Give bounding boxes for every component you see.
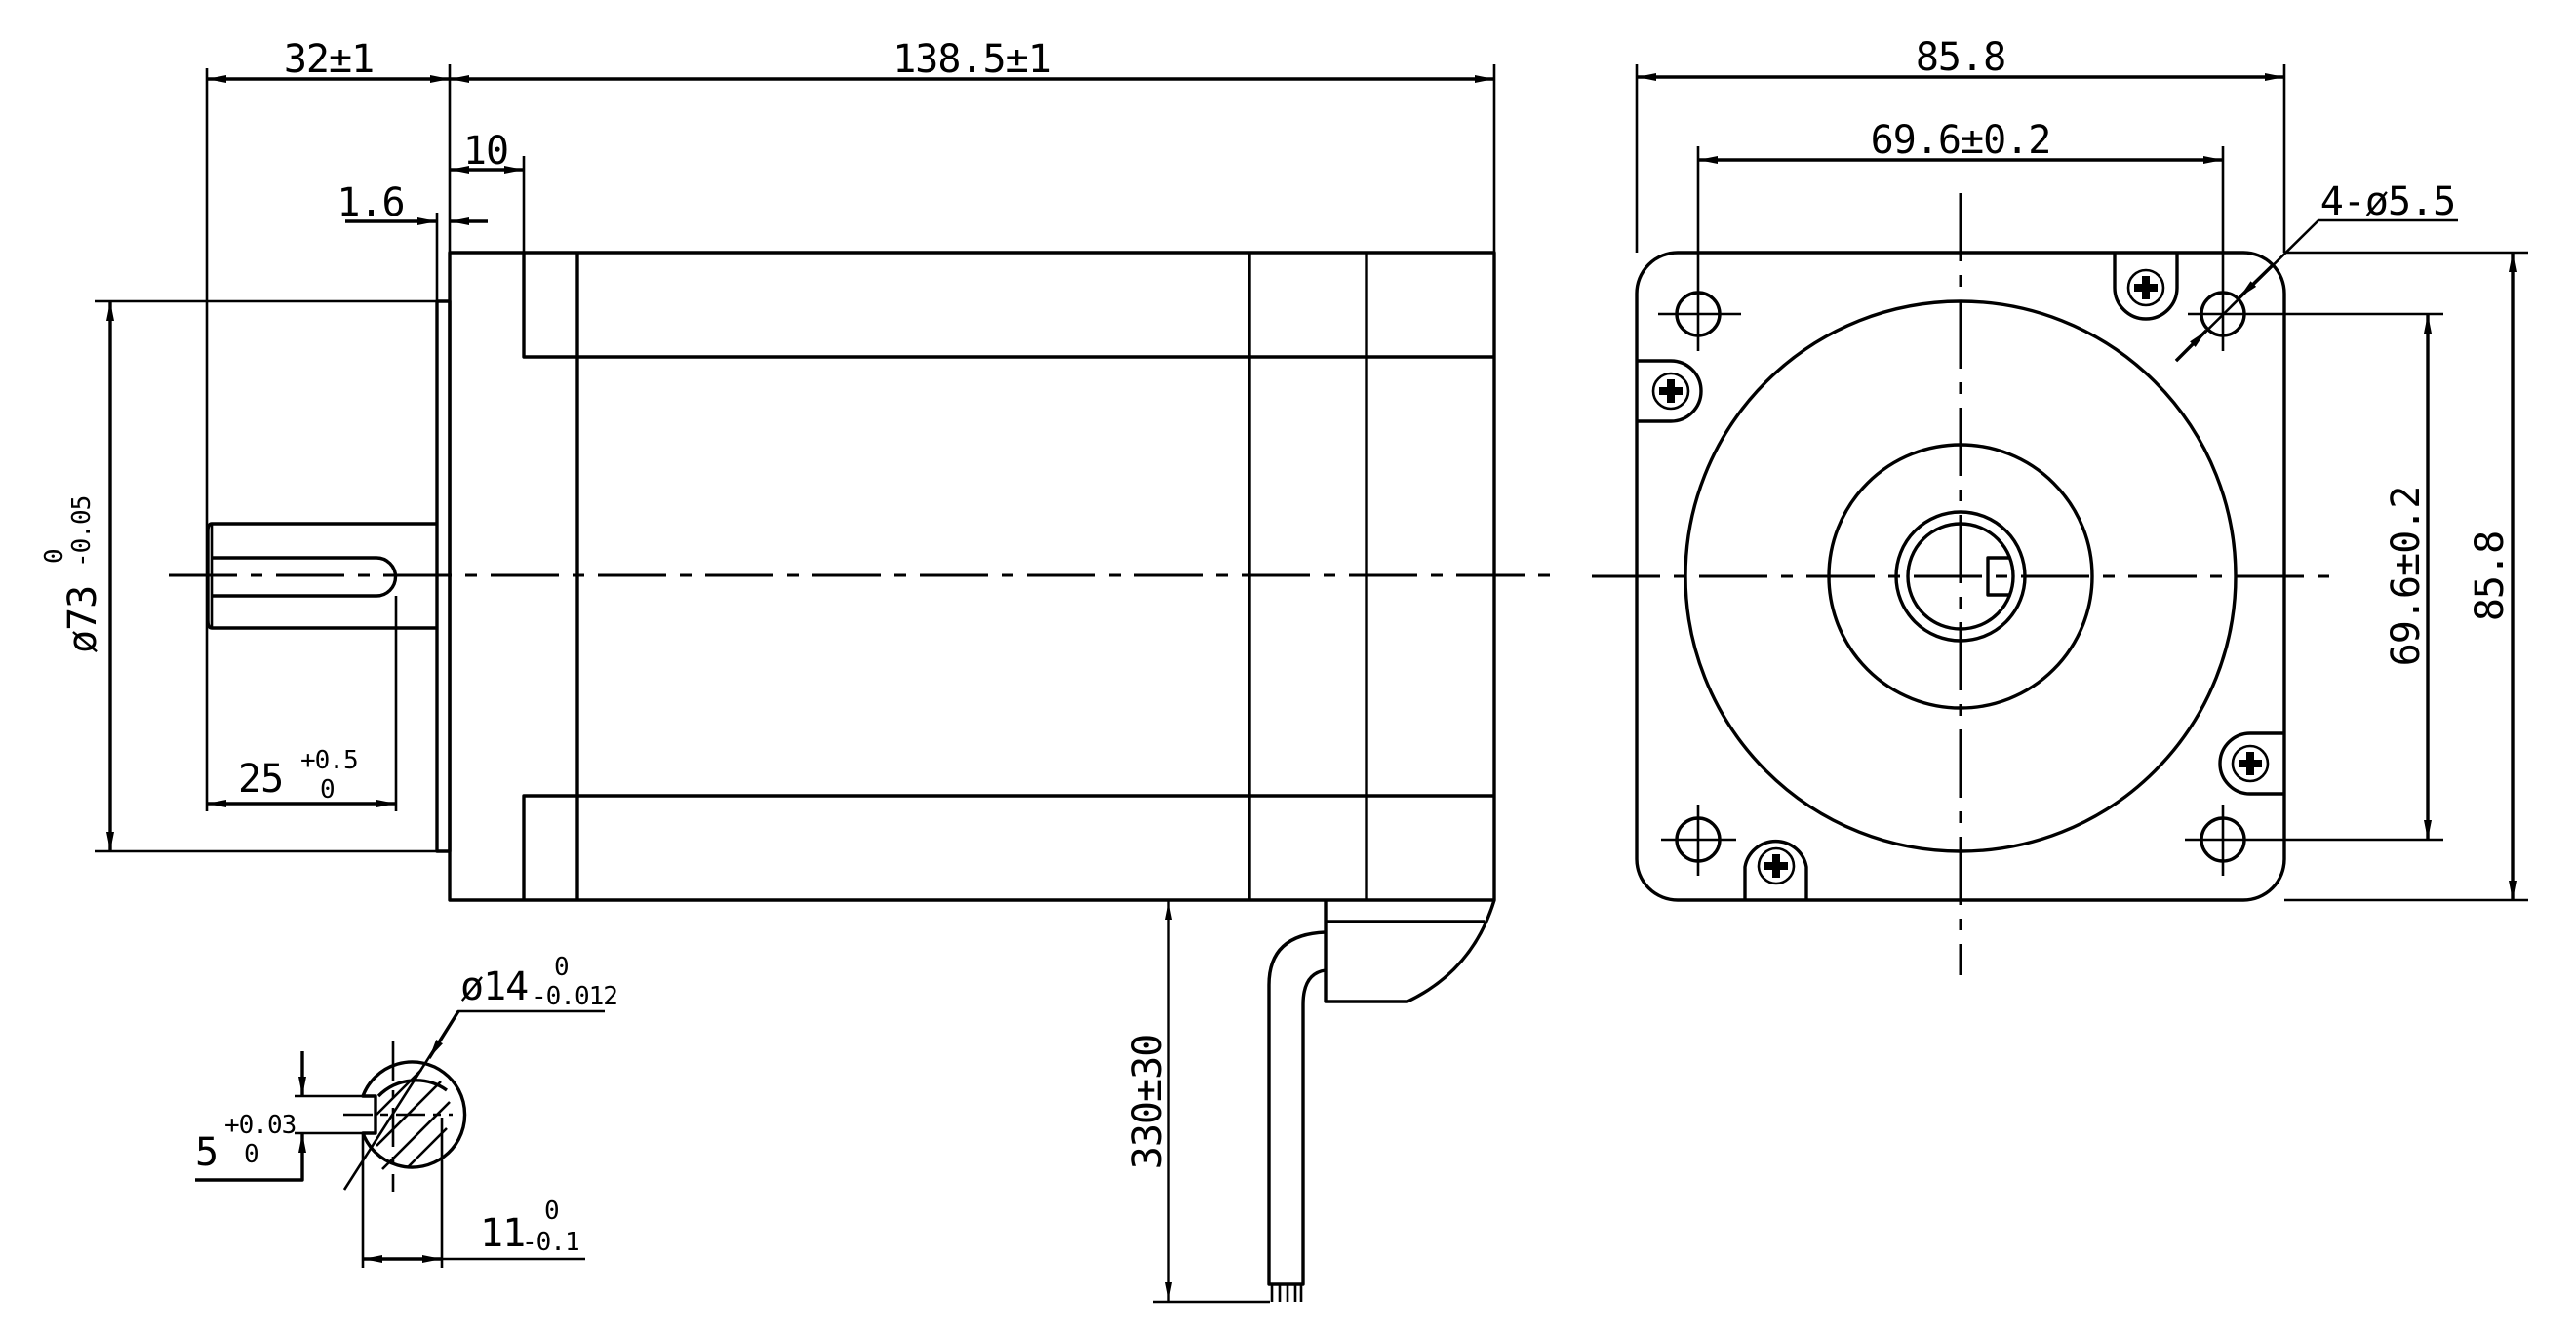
label-body-length: 138.5±1 [892,37,1050,82]
leader-mounting-holes [2175,218,2458,362]
cable [1267,930,1327,1286]
svg-text:0: 0 [320,775,335,805]
svg-text:-0.05: -0.05 [67,496,97,568]
screw-tab-top [2113,253,2179,321]
label-cable-length: 330±30 [1126,1035,1170,1170]
label-shaft-length: 32±1 [284,37,374,82]
side-view: 32±1 138.5±1 10 1.6 ø73 0 -0.05 25 +0.5 … [40,37,1551,1304]
front-view: 85.8 69.6±0.2 69.6±0.2 85.8 4-ø5.5 [1592,35,2528,975]
screw-tab-left [1637,359,1703,423]
phillips-screw-icon [2239,752,2262,775]
label-pilot-depth: 1.6 [337,180,404,225]
svg-text:11: 11 [480,1211,525,1256]
connector-housing [1324,899,1496,1003]
label-hole-spacing-v: 69.6±0.2 [2384,487,2429,667]
svg-text:ø73: ø73 [60,586,105,653]
shaft-section: ø14 0 -0.012 5 +0.03 0 11 0 -0.1 [195,953,618,1268]
label-key-length: 25 +0.5 0 [238,746,359,805]
section-hatching [376,1069,451,1170]
phillips-screw-icon [1659,379,1683,403]
label-key-width: 5 +0.03 0 [195,1111,297,1175]
leader-shaft-diameter [342,1009,605,1191]
mounting-holes [1658,146,2443,876]
phillips-screw-icon [2134,276,2158,299]
cable-wires [1270,1284,1303,1302]
label-panel-offset: 10 [463,129,508,174]
label-hole-spacing-h: 69.6±0.2 [1871,118,2051,163]
phillips-screw-icon [1764,854,1788,878]
svg-text:5: 5 [195,1130,218,1175]
label-flat-depth: 11 0 -0.1 [480,1197,580,1257]
shaft-section-outline [361,1060,467,1169]
svg-text:+0.03: +0.03 [224,1111,296,1140]
label-flange-width: 85.8 [1916,35,2005,80]
label-mounting-holes: 4-ø5.5 [2320,179,2456,224]
svg-text:0: 0 [544,1197,559,1226]
svg-text:-0.1: -0.1 [522,1228,579,1257]
label-flange-height: 85.8 [2468,531,2513,621]
svg-text:0: 0 [244,1140,258,1169]
svg-text:-0.012: -0.012 [532,982,617,1011]
svg-text:0: 0 [554,953,569,982]
shaft-key-flat [1986,556,2009,597]
label-shaft-diameter: ø14 0 -0.012 [460,953,618,1011]
svg-text:+0.5: +0.5 [300,746,358,775]
svg-text:25: 25 [238,757,283,802]
label-pilot-diameter: ø73 0 -0.05 [40,496,105,653]
side-extension-lines [95,64,1496,1304]
svg-text:0: 0 [40,549,69,564]
screw-tab-right [2218,731,2284,796]
svg-text:ø14: ø14 [460,964,528,1009]
screw-tab-bottom [1743,840,1808,900]
